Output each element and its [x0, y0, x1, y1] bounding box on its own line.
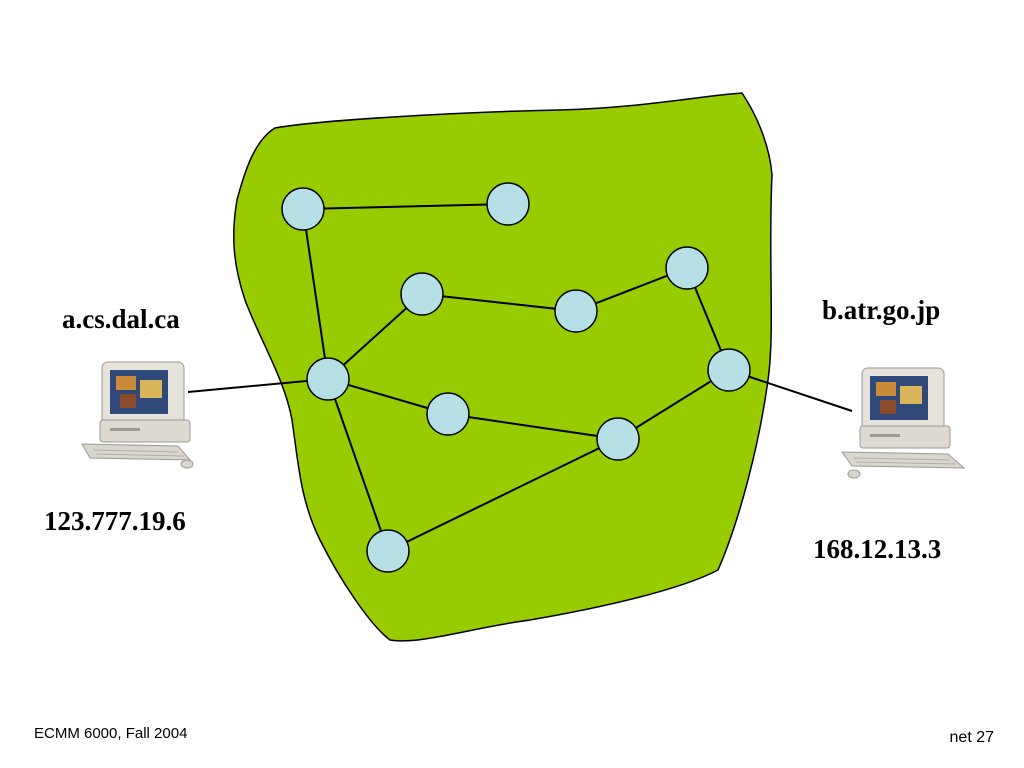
routers	[281, 182, 751, 573]
desktop-computer-icon	[841, 367, 966, 479]
left-host-ip: 123.777.19.6	[44, 506, 186, 536]
desktop-computer-icon	[81, 361, 194, 469]
router-node	[596, 417, 640, 461]
router-node	[306, 357, 350, 401]
router-node	[554, 289, 598, 333]
network-cloud	[233, 92, 773, 642]
link	[421, 293, 577, 312]
router-node	[426, 392, 470, 436]
footer-course: ECMM 6000, Fall 2004	[34, 725, 188, 742]
router-node	[665, 246, 709, 290]
router-node	[707, 348, 751, 392]
link	[302, 208, 329, 380]
link	[327, 378, 389, 552]
link	[617, 369, 730, 440]
right-host-name: b.atr.go.jp	[822, 295, 941, 325]
left-host-name: a.cs.dal.ca	[62, 304, 180, 334]
access-link-left	[187, 378, 329, 393]
router-node	[400, 272, 444, 316]
router-node	[366, 529, 410, 573]
link	[387, 438, 619, 552]
link	[447, 413, 619, 440]
footer-slide-label: net 27	[949, 729, 994, 746]
link	[302, 203, 509, 210]
router-node	[486, 182, 530, 226]
router-node	[281, 187, 325, 231]
right-host-ip: 168.12.13.3	[813, 534, 942, 564]
